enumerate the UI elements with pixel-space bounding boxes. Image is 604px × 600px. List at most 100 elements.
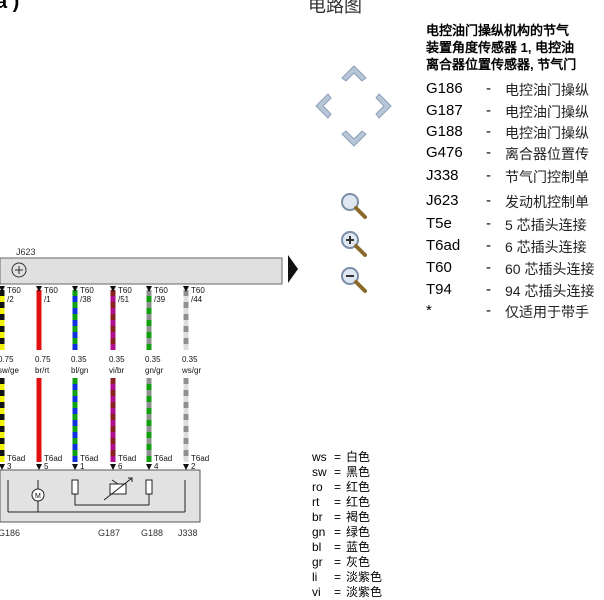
legend-title-line: 离合器位置传感器, 节气门 [426,57,577,72]
color-code-row: br=褐色 [312,510,370,525]
component-label: G188 [141,528,163,538]
arrow-up-icon[interactable] [338,56,370,88]
connector-pin-icon [0,464,5,470]
color-separator: = [334,480,342,494]
legend-item: G188-电控油门操纵 [426,123,604,143]
color-abbr: ro [312,480,323,494]
pin-top-connector: T60 [80,286,94,295]
component-label: G186 [0,528,20,538]
magnifier-icon[interactable] [338,190,368,220]
wire [36,286,42,470]
component-label: J338 [178,528,198,538]
control-unit-label: J623 [16,247,36,257]
pin-top-number: /38 [80,295,92,304]
color-separator: = [334,540,342,554]
legend-code: * [426,302,432,319]
color-name: 褐色 [346,510,371,524]
legend-item: T6ad -6 芯插头连接 [426,237,604,257]
color-code-row: gr=灰色 [312,555,370,570]
connector-pin-icon [183,286,189,292]
pin-top-connector: T60 [44,286,58,295]
wire-size: 0.75 [35,355,51,364]
legend-dash: - [486,259,491,276]
color-abbr: gn [312,525,326,539]
legend-item: T5e-5 芯插头连接 [426,215,604,235]
pin-top-number: /39 [154,295,166,304]
legend-description: 离合器位置传 [505,146,589,162]
legend-dash: - [486,237,491,254]
wire-color: br/rt [35,366,50,375]
connector-pin-icon [0,286,5,292]
wire-color: bl/gn [71,366,88,375]
color-abbr: rt [312,495,320,509]
legend-dash: - [486,102,491,119]
pin-bottom-connector: T6ad [80,454,98,463]
connector-pin-icon [146,464,152,470]
wire [72,286,78,470]
legend-title-line: 电控油门操纵机构的节气 [426,23,570,38]
arrow-right-icon[interactable] [369,90,401,122]
wire [110,286,116,470]
expand-triangle-icon[interactable] [287,254,299,284]
legend-code: J338 [426,167,459,184]
pin-bottom-connector: T6ad [44,454,62,463]
color-name: 白色 [346,450,371,464]
wiring-diagram: a ) J623 T60/20.75sw/geT6ad3T60/10.75br/… [0,0,283,538]
resistor-1 [71,479,79,495]
resistor-2 [145,479,153,495]
legend-code: T6ad [426,237,461,254]
legend-description: 5 芯插头连接 [505,217,587,233]
pin-bottom-number: 3 [7,462,12,471]
legend-item: T94-94 芯插头连接 [426,281,604,301]
wire-color: ws/gr [181,366,201,375]
legend-code: T94 [426,281,452,298]
connector-pin-icon [110,286,116,292]
arrow-left-icon[interactable] [306,90,338,122]
pin-top-connector: T60 [191,286,205,295]
pin-top-number: /44 [191,295,203,304]
color-abbr: li [312,570,318,584]
connector-pin-icon [36,464,42,470]
color-separator: = [334,525,342,539]
pin-bottom-number: 6 [118,462,123,471]
color-code-row: gn = 绿色 [312,525,370,540]
legend-dash: - [486,281,491,298]
pin-top-number: /1 [44,295,51,304]
wire-size: 0.35 [71,355,87,364]
legend-description: 电控油门操纵 [505,125,589,141]
legend-item: *-仅适用于带手 [426,302,604,322]
pin-top-number: /51 [118,295,130,304]
legend-dash: - [486,192,491,209]
legend-code: G186 [426,80,463,97]
wire-color: gn/gr [145,366,164,375]
connector-pin-icon [36,286,42,292]
color-name: 淡紫色 [346,570,383,584]
wire-color: sw/ge [0,366,19,375]
color-code-row: vi=淡紫色 [312,585,382,600]
color-name: 绿色 [346,525,371,539]
color-abbr: bl [312,540,322,554]
legend-title: 电控油门操纵机构的节气 装置角度传感器 1, 电控油 离合器位置传感器, 节气门 [426,22,604,73]
legend-code: T60 [426,259,452,276]
legend-description: 仅适用于带手 [505,304,589,320]
zoom-in-icon[interactable] [338,228,368,258]
pin-top-connector: T60 [7,286,21,295]
connector-pin-icon [72,464,78,470]
legend-item: J623-发动机控制单 [426,192,604,212]
color-name: 红色 [346,495,371,509]
legend-description: 电控油门操纵 [505,104,589,120]
arrow-down-icon[interactable] [338,124,370,156]
pin-bottom-connector: T6ad [7,454,25,463]
wire-size: 0.35 [182,355,198,364]
wire-size: 0.35 [109,355,125,364]
color-code-row: sw=黑色 [312,465,370,480]
color-separator: = [334,465,342,479]
pin-top-connector: T60 [154,286,168,295]
zoom-out-icon[interactable] [338,264,368,294]
pin-bottom-number: 4 [154,462,159,471]
color-name: 淡紫色 [346,585,383,599]
color-separator: = [334,585,342,599]
legend-code: T5e [426,215,452,232]
sensor-housing [0,469,201,523]
legend-description: 6 芯插头连接 [505,239,587,255]
